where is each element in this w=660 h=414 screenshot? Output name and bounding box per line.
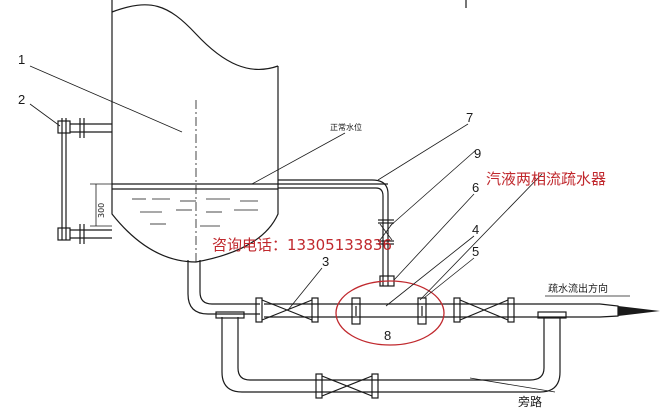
vessel <box>111 0 279 263</box>
bypass-label: 旁路 <box>518 394 542 409</box>
level-gauge <box>57 118 112 244</box>
label-2: 2 <box>18 92 25 107</box>
leader-lines <box>29 65 556 393</box>
device-title: 汽液两相流疏水器 <box>486 170 606 188</box>
flow-direction-label: 疏水流出方向 <box>548 282 608 295</box>
label-3: 3 <box>322 254 329 269</box>
main-line <box>264 303 660 318</box>
label-1: 1 <box>18 52 25 67</box>
label-5: 5 <box>472 244 479 259</box>
dimension-label: 300 <box>97 203 106 218</box>
valve-right <box>453 297 515 323</box>
label-9: 9 <box>474 146 481 161</box>
valve-3 <box>255 297 319 323</box>
label-6: 6 <box>472 180 479 195</box>
normal-level-label: 正常水位 <box>330 122 362 132</box>
label-7: 7 <box>466 110 473 125</box>
contact-phone: 咨询电话：13305133836 <box>212 236 392 254</box>
trap-flanges <box>351 297 427 325</box>
steam-pipe <box>278 179 395 287</box>
label-4: 4 <box>472 222 479 237</box>
drain-pipe <box>187 260 260 315</box>
label-8: 8 <box>384 328 391 343</box>
highlight-ellipse <box>335 280 445 346</box>
bypass-line <box>215 311 567 399</box>
water-level <box>112 183 388 227</box>
